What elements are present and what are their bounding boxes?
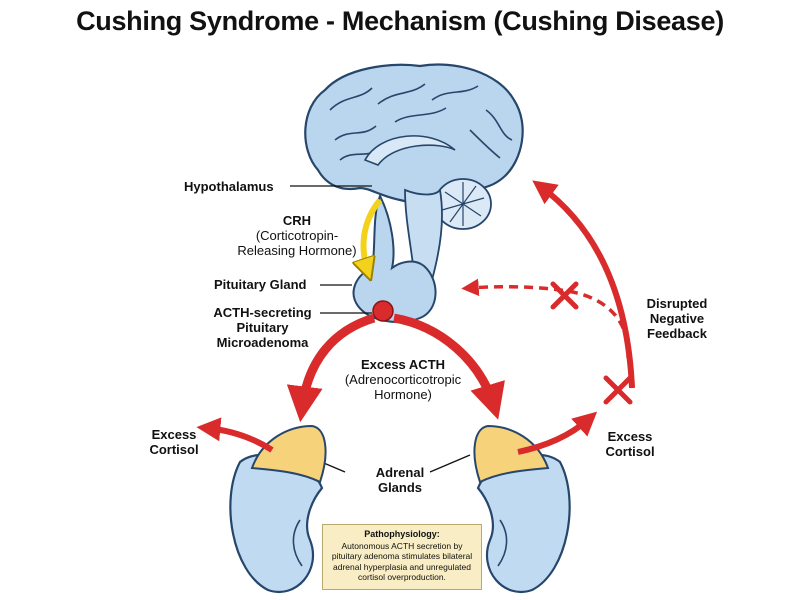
- left-adrenal-gland: [250, 424, 327, 484]
- feedback-line-2: Negative: [649, 311, 705, 326]
- acth-arrow-right: [393, 313, 505, 420]
- adrenal-line-1: Adrenal: [375, 465, 425, 480]
- cortisol-left-line-1: Excess: [151, 427, 197, 442]
- excess-acth-label: Excess ACTH (Adrenocorticotropic Hormone…: [328, 357, 478, 402]
- adrenal-line-2: Glands: [377, 480, 423, 495]
- hypothalamus-label: Hypothalamus: [184, 179, 274, 194]
- excess-cortisol-right-label: Excess Cortisol: [590, 429, 670, 459]
- acth-arrow-left: [286, 313, 376, 423]
- leader-lines: [290, 185, 471, 473]
- microadenoma-label: ACTH-secreting Pituitary Microadenoma: [205, 305, 320, 350]
- pathophysiology-heading: Pathophysiology:: [364, 529, 440, 539]
- crh-line-1: (Corticotropin-: [255, 228, 339, 243]
- cortisol-right-line-1: Excess: [607, 429, 653, 444]
- adenoma-line-2: Pituitary: [236, 320, 289, 335]
- crh-title: CRH: [282, 213, 312, 228]
- pituitary-gland-label: Pituitary Gland: [214, 277, 307, 292]
- acth-line-2: Hormone): [374, 387, 432, 402]
- adrenal-glands-label: Adrenal Glands: [350, 465, 450, 495]
- brain: [304, 63, 524, 203]
- cortisol-left-line-2: Cortisol: [149, 442, 199, 457]
- cortisol-arrow-right: [517, 411, 598, 455]
- blocked-x-mark: [550, 281, 579, 310]
- page-title: Cushing Syndrome - Mechanism (Cushing Di…: [76, 6, 724, 36]
- crh-arrow: [364, 198, 383, 272]
- feedback-arrow-pituitary: [461, 278, 630, 359]
- microadenoma: [372, 300, 394, 322]
- acth-title: Excess ACTH: [360, 357, 446, 372]
- crh-label: CRH (Corticotropin- Releasing Hormone): [232, 213, 362, 258]
- crh-line-2: Releasing Hormone): [237, 243, 357, 258]
- acth-line-1: (Adrenocorticotropic: [344, 372, 462, 387]
- pathophysiology-box: Pathophysiology: Autonomous ACTH secreti…: [322, 524, 482, 590]
- pathophysiology-text: Autonomous ACTH secretion by pituitary a…: [331, 540, 473, 583]
- adenoma-line-3: Microadenoma: [216, 335, 309, 350]
- feedback-line-1: Disrupted: [646, 296, 708, 311]
- feedback-line-3: Feedback: [647, 326, 707, 341]
- right-adrenal-gland: [473, 424, 550, 484]
- disrupted-feedback-label: Disrupted Negative Feedback: [632, 296, 722, 341]
- cerebellum: [434, 178, 492, 230]
- blocked-x-mark: [603, 375, 633, 405]
- excess-cortisol-left-label: Excess Cortisol: [134, 427, 214, 457]
- cortisol-arrow-left: [196, 417, 274, 453]
- cortisol-right-line-2: Cortisol: [605, 444, 655, 459]
- adenoma-line-1: ACTH-secreting: [213, 305, 312, 320]
- brainstem: [404, 187, 443, 284]
